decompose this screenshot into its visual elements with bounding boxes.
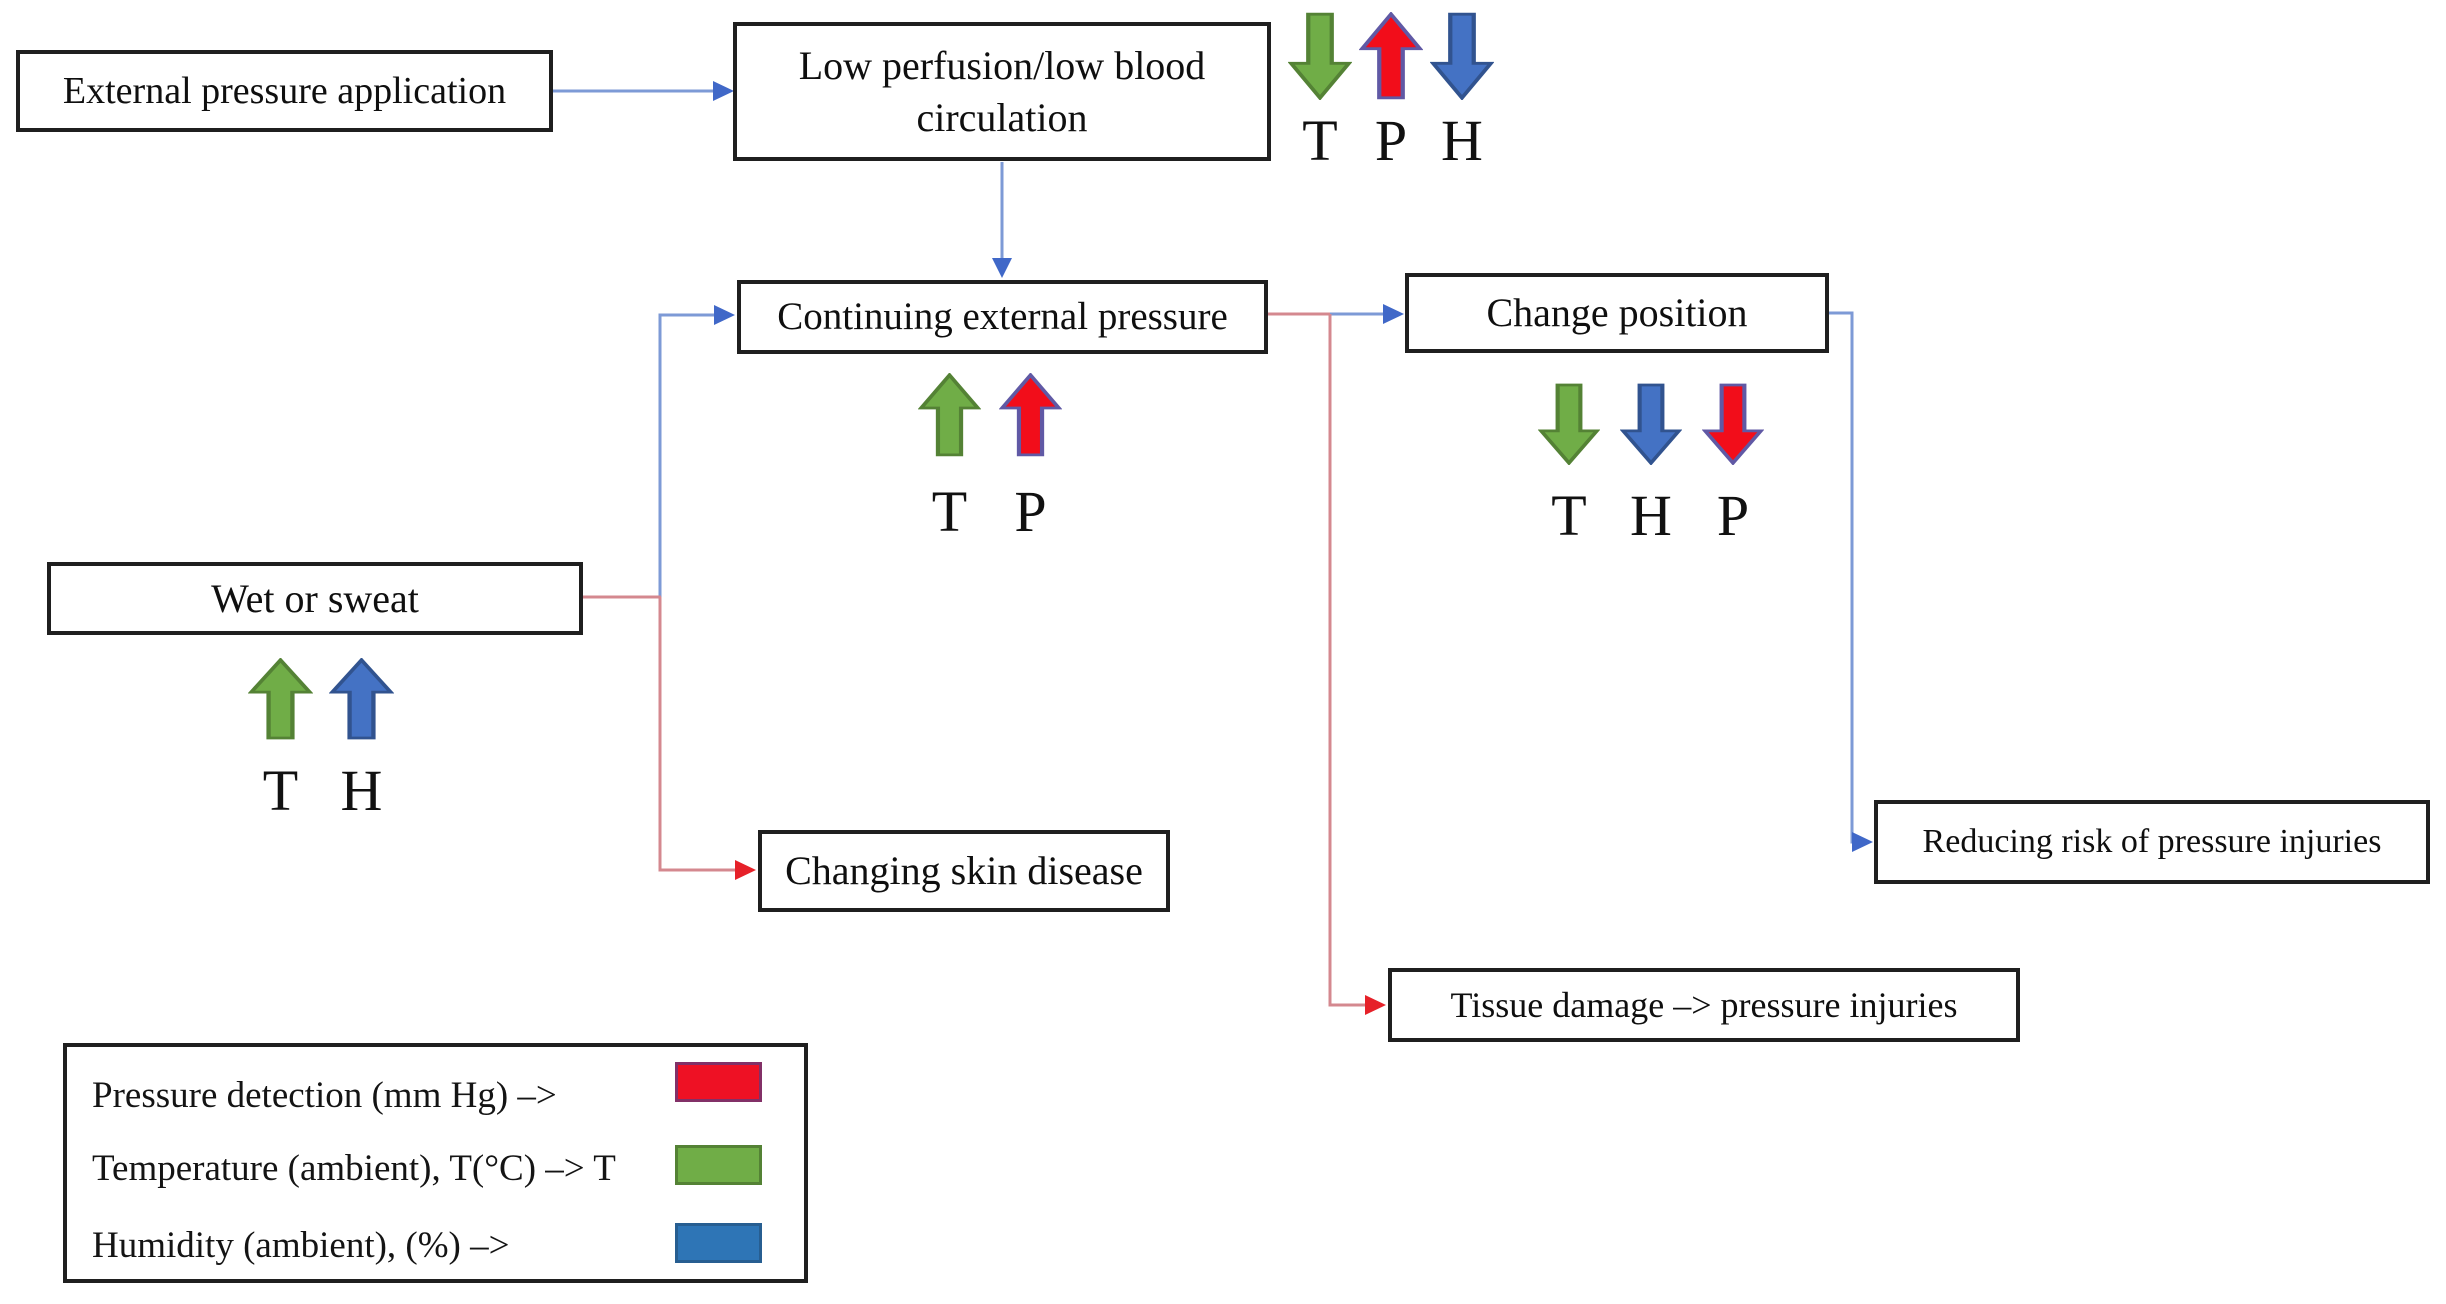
node-changing-skin-disease: Changing skin disease (758, 830, 1170, 912)
connector-continuing-to-changeposition (1268, 304, 1404, 324)
indicator-letter: P (1014, 479, 1047, 544)
node-reducing-risk: Reducing risk of pressure injuries (1874, 800, 2430, 884)
legend-label-pressure: Pressure detection (mm Hg) –> (92, 1074, 557, 1116)
red-up-arrow-icon (999, 373, 1062, 457)
indicator-t-down: T (1538, 383, 1600, 545)
indicator-h-up: H (329, 658, 394, 820)
indicator-letter: T (1551, 483, 1587, 548)
legend-swatch-pressure (675, 1062, 762, 1102)
red-up-arrow-icon (1359, 12, 1423, 100)
blue-up-arrow-icon (329, 658, 394, 740)
legend-row-temperature: Temperature (ambient), T(°C) –> T (92, 1140, 794, 1196)
legend-row-humidity: Humidity (ambient), (%) –> (92, 1217, 794, 1273)
indicator-letter: H (1441, 108, 1483, 173)
node-change-position: Change position (1405, 273, 1829, 353)
indicator-letter: H (1630, 483, 1672, 548)
connector-wetorsweat-to-skindisease (583, 595, 756, 880)
indicator-letter: T (931, 479, 968, 544)
node-low-perfusion: Low perfusion/low blood circulation (733, 22, 1271, 161)
blue-down-arrow-icon (1430, 12, 1494, 100)
legend-box: Pressure detection (mm Hg) –> Temperatur… (63, 1043, 808, 1283)
green-up-arrow-icon (248, 658, 313, 740)
green-up-arrow-icon (918, 373, 981, 457)
indicator-h-down: H (1620, 383, 1682, 545)
connector-wetorsweat-to-continuing (658, 305, 735, 597)
indicator-p-up: P (999, 373, 1062, 541)
indicator-t-up: T (918, 373, 981, 541)
connector-continuing-to-tissuedamage (1328, 314, 1386, 1015)
legend-swatch-humidity (675, 1223, 762, 1263)
green-down-arrow-icon (1538, 383, 1600, 465)
red-down-arrow-icon (1702, 383, 1764, 465)
legend-label-temperature: Temperature (ambient), T(°C) –> T (92, 1147, 616, 1189)
indicator-letter: P (1374, 108, 1408, 173)
connector-external-to-lowperfusion (553, 81, 734, 101)
node-wet-or-sweat: Wet or sweat (47, 562, 583, 635)
indicator-letter: T (262, 758, 299, 823)
legend-label-humidity: Humidity (ambient), (%) –> (92, 1224, 510, 1266)
indicator-p-down: P (1702, 383, 1764, 545)
legend-swatch-temperature (675, 1145, 762, 1185)
node-tissue-damage: Tissue damage –> pressure injuries (1388, 968, 2020, 1042)
green-down-arrow-icon (1288, 12, 1352, 100)
indicator-letter: T (1302, 108, 1338, 173)
connector-changeposition-to-reducingrisk (1829, 311, 1873, 852)
indicator-h-down: H (1430, 12, 1494, 170)
blue-down-arrow-icon (1620, 383, 1682, 465)
indicator-letter: H (340, 758, 383, 823)
indicator-letter: P (1716, 483, 1750, 548)
node-external-pressure-application: External pressure application (16, 50, 553, 132)
indicator-t-down: T (1288, 12, 1352, 170)
indicator-t-up: T (248, 658, 313, 820)
node-continuing-external-pressure: Continuing external pressure (737, 280, 1268, 354)
connector-lowperfusion-to-continuing (992, 162, 1012, 278)
legend-row-pressure: Pressure detection (mm Hg) –> (92, 1067, 794, 1123)
indicator-p-up: P (1359, 12, 1423, 170)
